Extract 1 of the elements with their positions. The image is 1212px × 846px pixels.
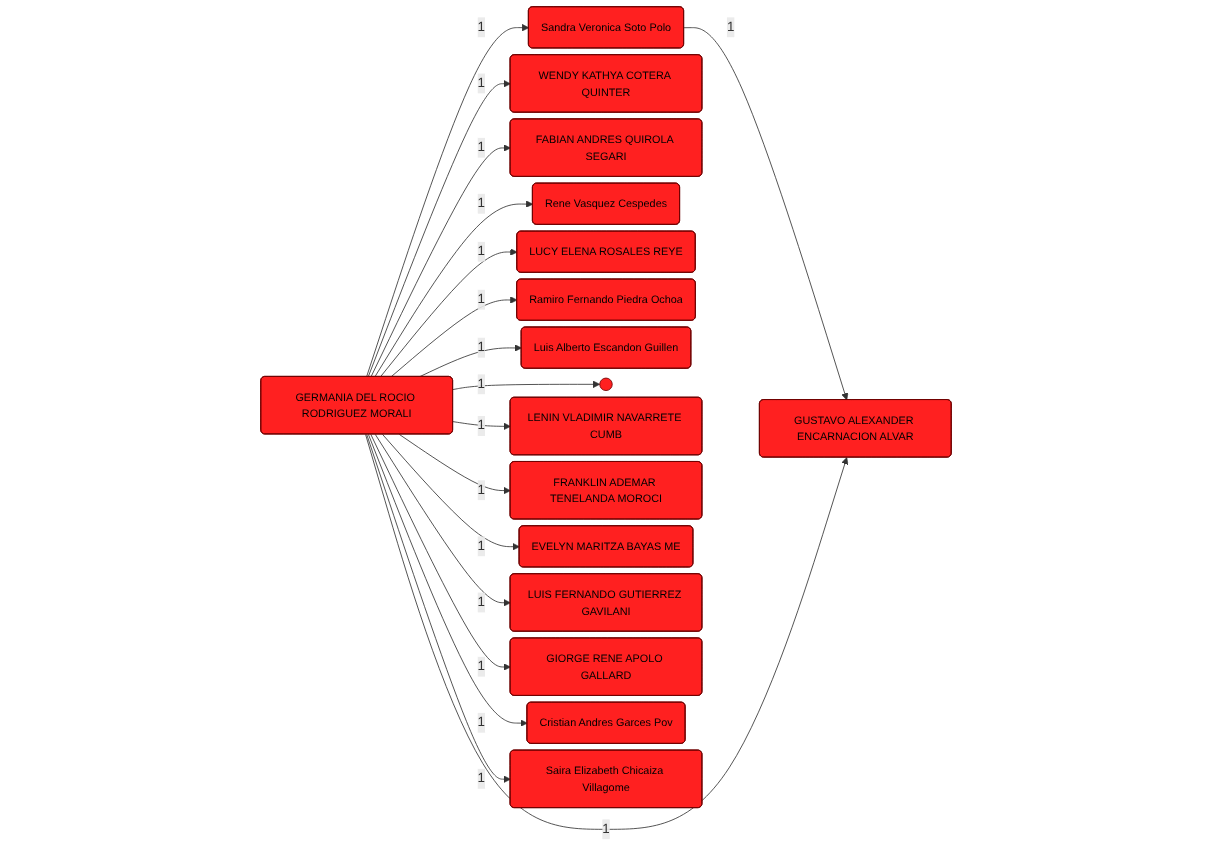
node-circle [599, 377, 613, 391]
